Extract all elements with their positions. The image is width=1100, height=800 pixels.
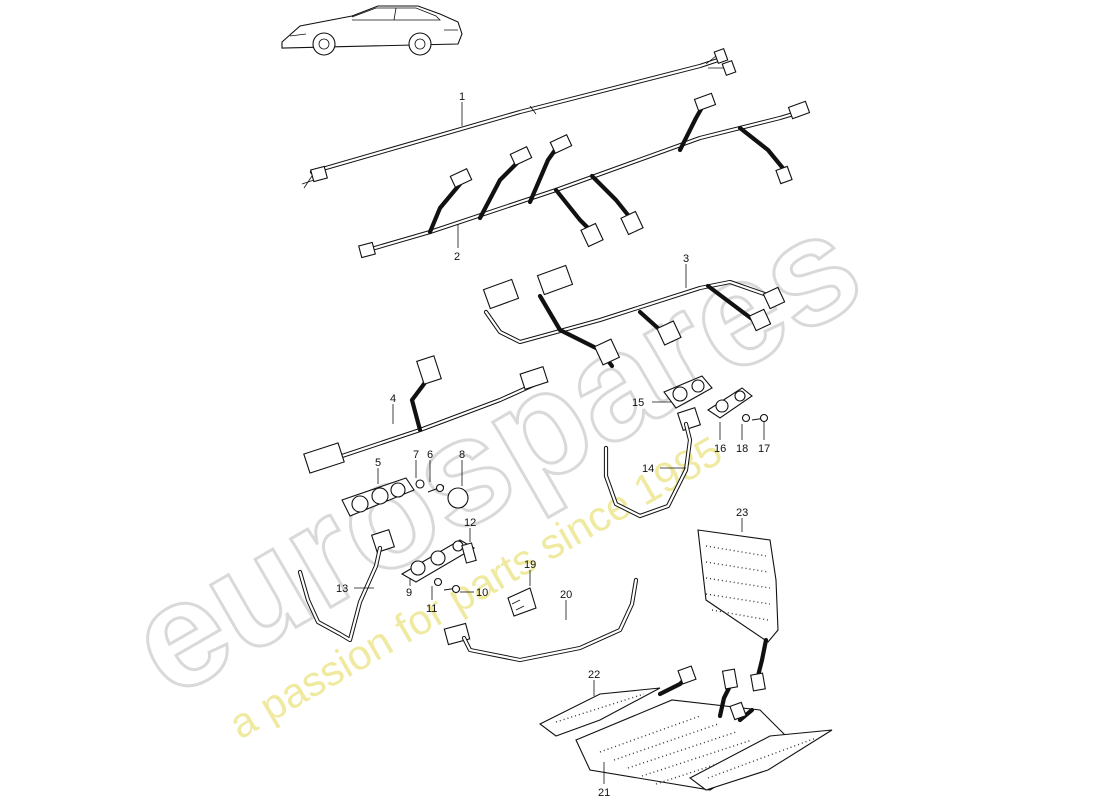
- rocker-switch-12: [461, 542, 477, 564]
- screw-6: [427, 483, 445, 493]
- seat-heating-pad-22: [538, 665, 833, 791]
- callout-14: 14: [642, 463, 654, 475]
- wiring-harness-3: [482, 264, 786, 369]
- callout-20: 20: [560, 589, 572, 601]
- callout-23: 23: [736, 507, 748, 519]
- callout-6: 6: [427, 449, 433, 461]
- callout-17: 17: [758, 443, 770, 455]
- callout-4: 4: [390, 393, 396, 405]
- callout-22: 22: [588, 669, 600, 681]
- connector-13: [297, 528, 396, 643]
- screw-17: [751, 413, 769, 423]
- callout-12: 12: [464, 517, 476, 529]
- callout-numbers: 1 2 3 4 5 6 7 8 9 10 11 12 13 14 15 16 1…: [336, 91, 770, 799]
- switch-panel-5: [341, 477, 415, 517]
- relay-19: [507, 587, 537, 617]
- car-silhouette-icon: [281, 5, 463, 56]
- callout-19: 19: [524, 559, 536, 571]
- callout-5: 5: [375, 457, 381, 469]
- wiring-harness-20: [443, 577, 639, 663]
- wiring-harness-4: [303, 355, 549, 474]
- callout-9: 9: [406, 587, 412, 599]
- connector-14: [603, 406, 702, 519]
- callout-10: 10: [476, 587, 488, 599]
- switch-15: [663, 375, 713, 409]
- washer-18: [741, 413, 751, 423]
- callout-2: 2: [454, 251, 460, 263]
- seat-heating-pad-23: [697, 529, 779, 692]
- callout-15: 15: [632, 397, 644, 409]
- callout-7: 7: [413, 449, 419, 461]
- callout-16: 16: [714, 443, 726, 455]
- washer-11: [433, 577, 443, 587]
- seal-ring-8: [447, 487, 469, 509]
- callout-3: 3: [683, 253, 689, 265]
- switch-bezel-9: [400, 539, 476, 583]
- nut-7: [415, 479, 425, 489]
- callout-1: 1: [459, 91, 465, 103]
- screw-10: [443, 584, 461, 594]
- callout-18: 18: [736, 443, 748, 455]
- callout-13: 13: [336, 583, 348, 595]
- callout-11: 11: [426, 603, 437, 615]
- callout-21: 21: [598, 787, 610, 799]
- wiring-harness-1: [301, 47, 737, 189]
- bezel-16: [706, 387, 753, 419]
- leader-lines: [354, 102, 765, 784]
- callout-8: 8: [459, 449, 465, 461]
- watermark: eurospares a passion for parts since 198…: [101, 176, 888, 747]
- wiring-harness-2: [358, 92, 811, 259]
